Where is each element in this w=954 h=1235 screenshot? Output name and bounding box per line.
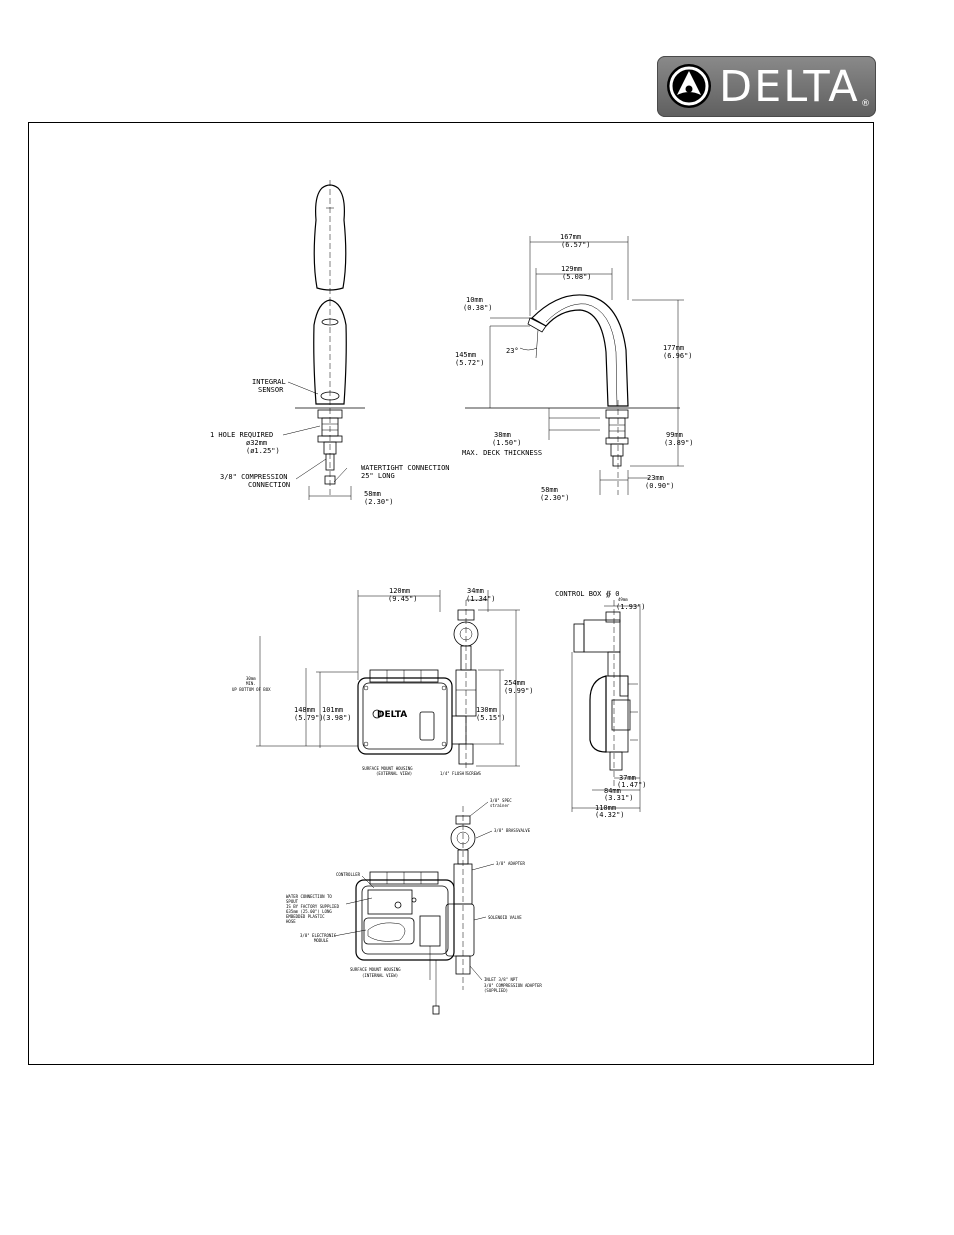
dim-angle: 23° <box>506 347 519 355</box>
label-max-deck: MAX. DECK THICKNESS <box>462 449 542 457</box>
label-compression-2: CONNECTION <box>248 481 290 489</box>
label-hose: HOSE <box>286 919 296 924</box>
label-compression-adapter: 3/8" COMPRESSION ADAPTER <box>484 983 542 988</box>
label-brass-valve: 3/8" BRASSVALVE <box>494 828 531 833</box>
label-solenoid-valve: SOLENOID VALVE <box>488 915 522 920</box>
label-inlet-npt: INLET 3/8" NPT <box>484 977 518 982</box>
label-integral-sensor-2: SENSOR <box>258 386 284 394</box>
dim-34mm-in: (1.34") <box>466 595 496 603</box>
front-view-faucet <box>282 180 365 500</box>
dim-58mm-front-in: (2.30") <box>364 498 394 506</box>
dim-101mm-in: (3.98") <box>322 714 352 722</box>
label-watertight: WATERTIGHT CONNECTION <box>361 464 450 472</box>
label-electronic-module-2: MODULE <box>314 938 329 943</box>
dim-120mm-in: (9.45") <box>388 595 418 603</box>
label-compression: 3/8" COMPRESSION <box>220 473 287 481</box>
side-view-faucet <box>465 236 684 495</box>
label-watertight-length: 25" LONG <box>361 472 395 480</box>
dim-167mm: 167mm <box>560 233 581 241</box>
dim-148mm-in: (5.79") <box>294 714 324 722</box>
delta-triangle-icon <box>667 64 711 108</box>
dim-23mm-in: (0.90") <box>645 482 675 490</box>
dim-58mm-front: 58mm <box>364 490 381 498</box>
note-bottom-of-box: UP BOTTOM OF BOX <box>232 687 271 692</box>
dim-254mm-in: (9.99") <box>504 687 534 695</box>
registered-mark: ® <box>861 99 870 109</box>
dim-10mm-in: (0.38") <box>463 304 493 312</box>
drawing-frame <box>28 122 874 1065</box>
dim-38mm: 38mm <box>494 431 511 439</box>
dim-110mm: 110mm <box>595 804 616 812</box>
dim-37mm: 37mm <box>619 774 636 782</box>
dim-177mm: 177mm <box>663 344 684 352</box>
note-min: MIN. <box>246 681 256 686</box>
dim-58mm-side: 58mm <box>541 486 558 494</box>
dim-145mm: 145mm <box>455 351 476 359</box>
note-30mm: 30mm <box>246 676 256 681</box>
label-water-connection: WATER CONNECTION TO <box>286 894 332 899</box>
label-hose-length: 635mm (25.00") LONG <box>286 909 332 914</box>
label-embedded-plastic: EMBEDDED PLASTIC <box>286 914 325 919</box>
dim-129mm-in: (5.08") <box>562 273 592 281</box>
dim-23mm: 23mm <box>647 474 664 482</box>
dim-254mm: 254mm <box>504 679 525 687</box>
control-box-side <box>571 600 641 812</box>
delta-logo: DELTA ® <box>657 56 876 117</box>
label-flush-screws: 1/4" FLUSH SCREWS <box>440 771 482 776</box>
label-surface-mount-ext: SURFACE MOUNT HOUSING <box>362 766 413 771</box>
brand-name: DELTA <box>719 62 860 112</box>
dim-38mm-in: (1.50") <box>492 439 522 447</box>
dim-10mm: 10mm <box>466 296 483 304</box>
label-electronic-module: 3/8" ELECTRONIC <box>300 933 337 938</box>
label-internal-view: (INTERNAL VIEW) <box>362 973 398 978</box>
label-supplied: (SUPPLIED) <box>484 988 508 993</box>
dim-49mm: 49mm <box>618 597 628 602</box>
dim-49mm-in: (1.93") <box>616 603 646 611</box>
dim-145mm-in: (5.72") <box>455 359 485 367</box>
control-box-external <box>256 590 520 775</box>
label-factory-supplied: IS BY FACTORY SUPPLIED <box>286 904 340 909</box>
dim-110mm-in: (4.32") <box>595 811 625 819</box>
label-controller: CONTROLLER <box>336 872 361 877</box>
dim-130mm: 130mm <box>476 706 497 714</box>
dim-177mm-in: (6.96") <box>663 352 693 360</box>
dim-34mm: 34mm <box>467 587 484 595</box>
label-adapter: 3/8" ADAPTER <box>496 861 525 866</box>
label-surface-mount-int: SURFACE MOUNT HOUSING <box>350 967 401 972</box>
label-external-view: (EXTERNAL VIEW) <box>376 771 412 776</box>
box-delta-logo: DELTA <box>377 710 407 720</box>
label-hole-diameter-mm: ø32mm <box>246 439 267 447</box>
dim-129mm: 129mm <box>561 265 582 273</box>
label-water-spout: SPOUT <box>286 899 299 904</box>
dim-99mm: 99mm <box>666 431 683 439</box>
dim-130mm-in: (5.15") <box>476 714 506 722</box>
dim-99mm-in: (3.89") <box>664 439 694 447</box>
dim-84mm: 84mm <box>604 787 621 795</box>
label-integral-sensor: INTEGRAL <box>252 378 286 386</box>
label-strainer: 3/8" SPEC <box>490 798 512 803</box>
label-hole-required: 1 HOLE REQUIRED <box>210 431 273 439</box>
label-hole-diameter-in: (ø1.25") <box>246 447 280 455</box>
dim-148mm: 148mm <box>294 706 315 714</box>
dim-101mm: 101mm <box>322 706 343 714</box>
label-strainer-2: strainer <box>490 803 510 808</box>
dim-58mm-side-in: (2.30") <box>540 494 570 502</box>
control-box-internal <box>333 801 495 1015</box>
dim-167mm-in: (6.57") <box>561 241 591 249</box>
dim-37mm-in: (1.47") <box>617 781 647 789</box>
dim-84mm-in: (3.31") <box>604 794 634 802</box>
label-control-box: CONTROL BOX ∯ 0 <box>555 590 620 598</box>
dim-120mm: 120mm <box>389 587 410 595</box>
